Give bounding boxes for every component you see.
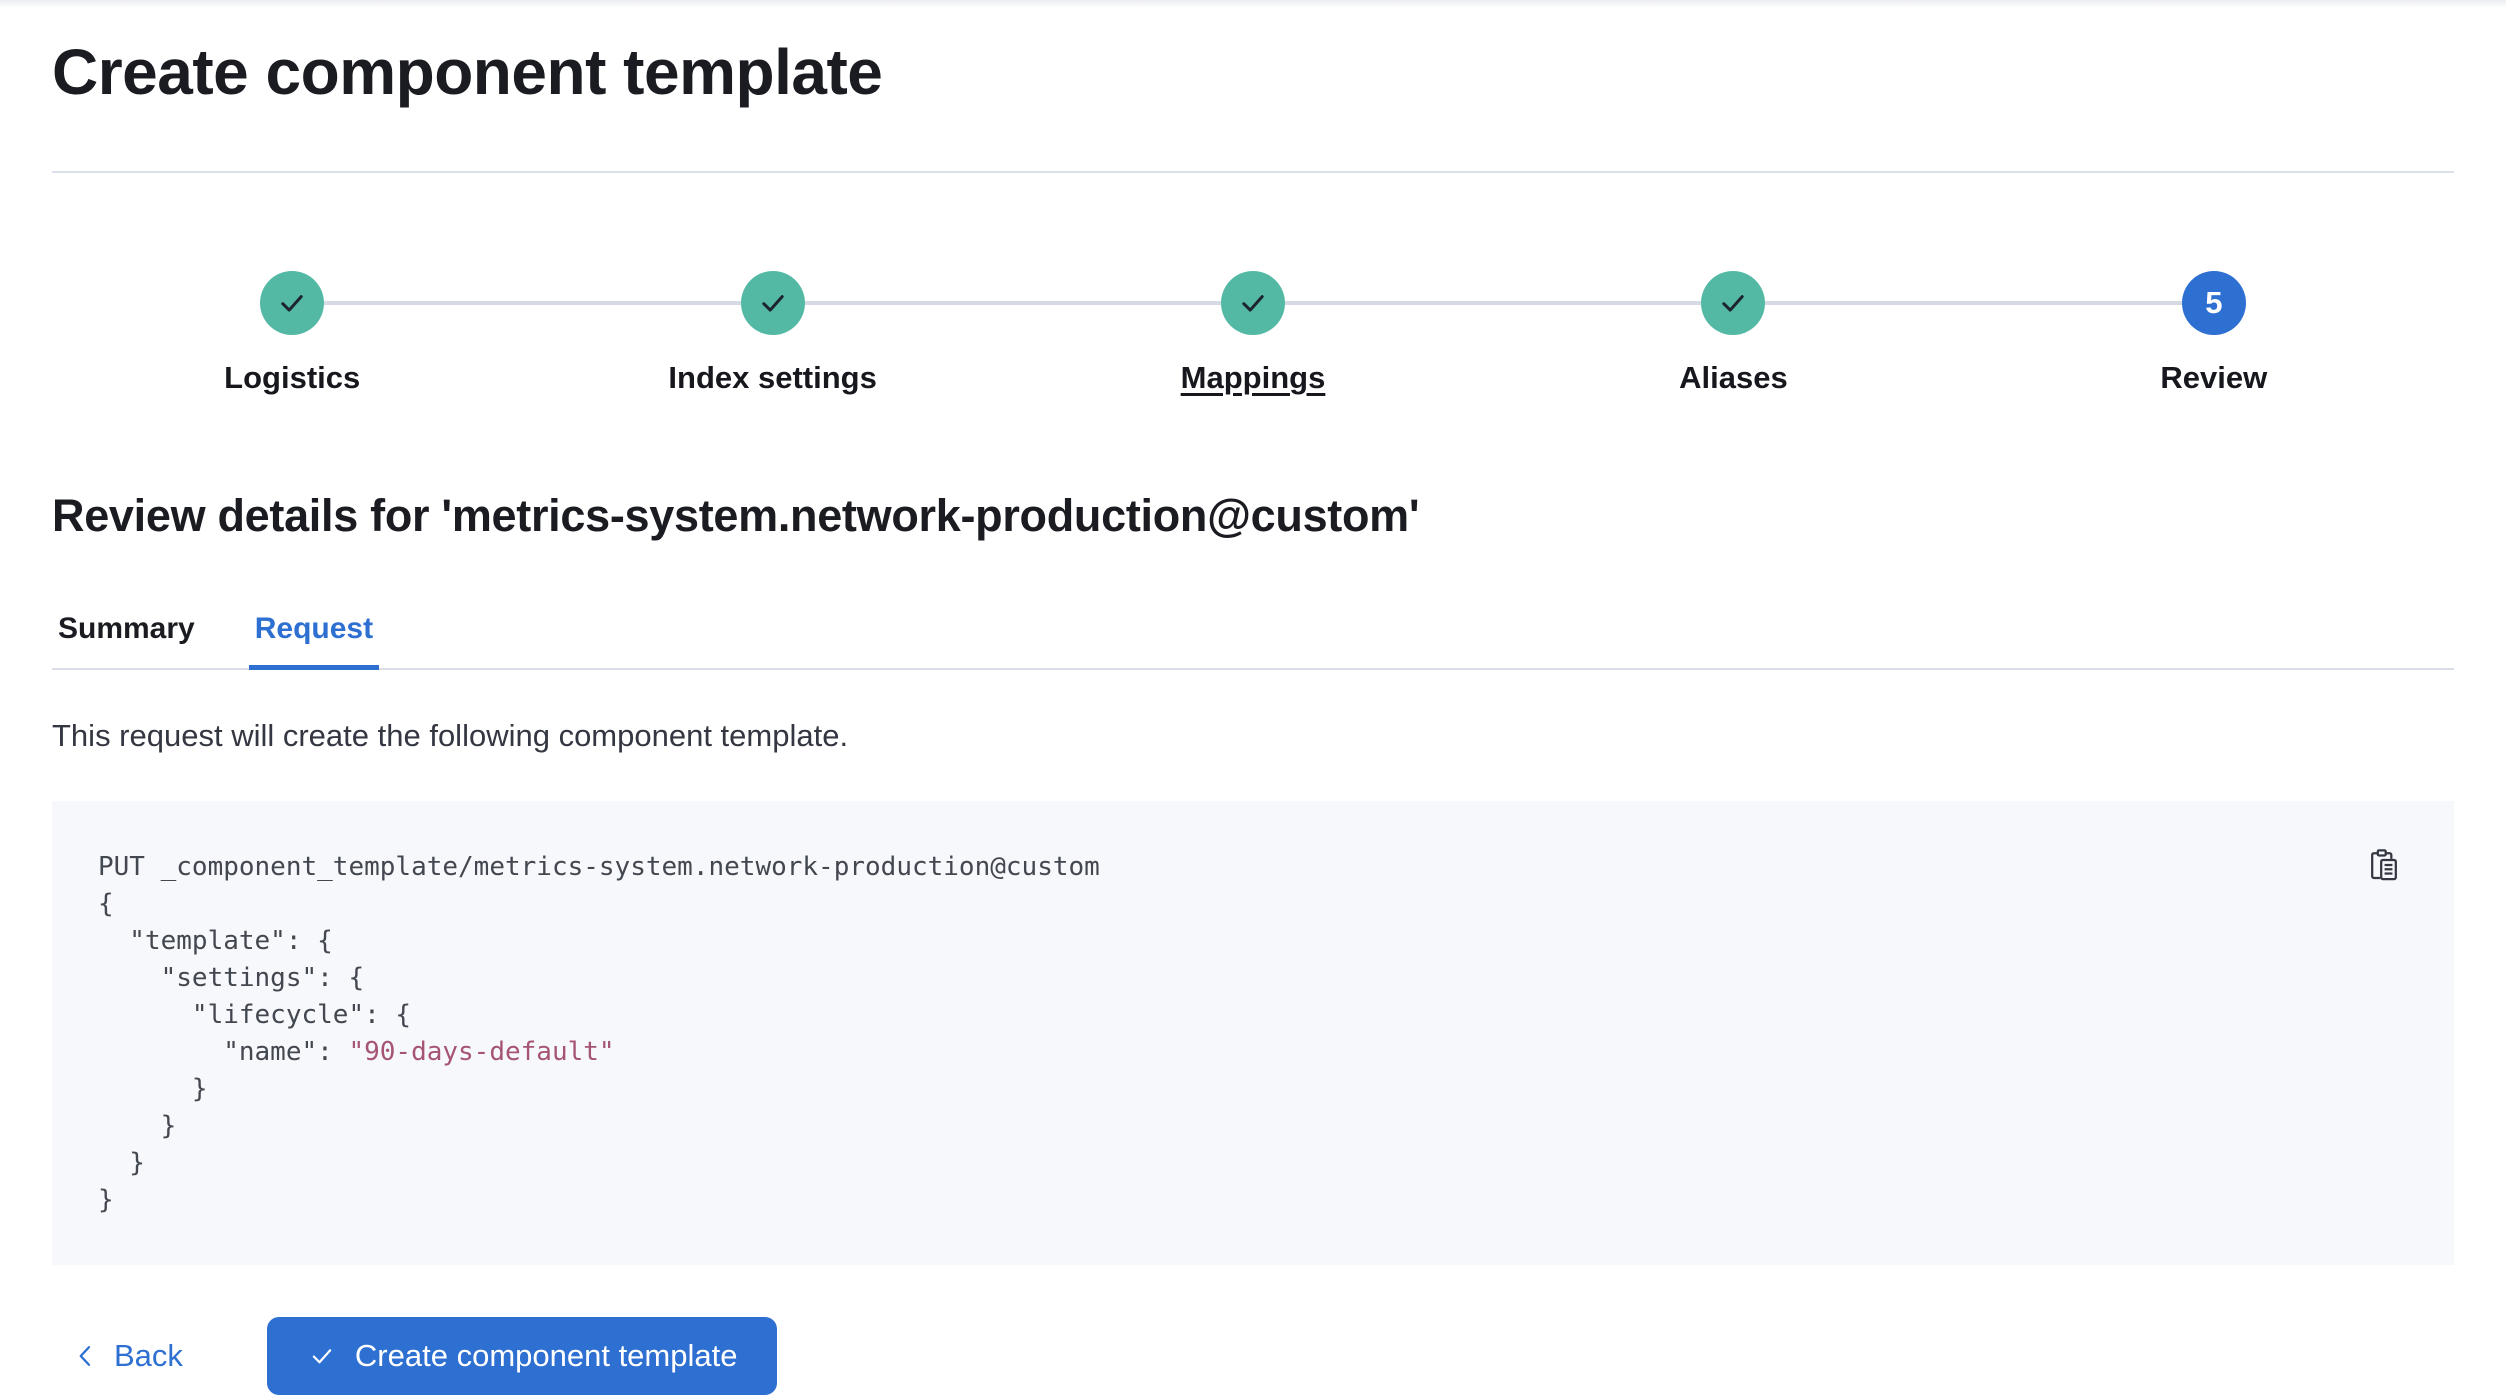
- code-string-value: "90-days-default": [348, 1036, 615, 1067]
- request-code-block: PUT _component_template/metrics-system.n…: [52, 800, 2454, 1265]
- check-icon: [756, 286, 790, 320]
- step-mappings[interactable]: Mappings: [1012, 270, 1494, 396]
- step-label: Index settings: [668, 359, 877, 395]
- page-top-shadow: [0, 0, 2506, 8]
- step-mappings-status: [1221, 270, 1286, 335]
- chevron-left-icon: [72, 1342, 100, 1370]
- code-line-name: "name": "90-days-default": [98, 1036, 615, 1067]
- step-aliases[interactable]: Aliases: [1493, 270, 1974, 396]
- step-review[interactable]: 5 Review: [1973, 270, 2454, 396]
- check-icon: [1236, 286, 1270, 320]
- tab-request[interactable]: Request: [248, 608, 380, 670]
- step-number: 5: [2205, 284, 2223, 320]
- wizard-footer: Back Create component template: [52, 1316, 2454, 1395]
- code-line: "lifecycle": {: [98, 999, 412, 1030]
- check-icon: [307, 1341, 337, 1371]
- title-divider: [52, 170, 2454, 173]
- request-code: PUT _component_template/metrics-system.n…: [98, 849, 2404, 1219]
- code-line: "settings": {: [98, 962, 365, 993]
- check-icon: [1716, 286, 1750, 320]
- create-button-label: Create component template: [354, 1337, 738, 1373]
- create-component-template-page: Create component template Logistics: [0, 34, 2506, 1395]
- tab-summary[interactable]: Summary: [58, 611, 195, 645]
- back-button-label: Back: [114, 1337, 183, 1373]
- code-request-line: PUT _component_template/metrics-system.n…: [98, 851, 1100, 882]
- step-index-settings[interactable]: Index settings: [532, 270, 1013, 396]
- wizard-steps: Logistics Index settings: [52, 270, 2454, 396]
- code-line: }: [98, 1073, 208, 1104]
- step-index-settings-status: [740, 270, 805, 335]
- page-title: Create component template: [52, 36, 883, 108]
- code-line: "template": {: [98, 925, 333, 956]
- create-component-template-button[interactable]: Create component template: [266, 1316, 778, 1395]
- review-heading: Review details for 'metrics-system.netwo…: [52, 489, 1420, 541]
- review-tabs: Summary Request: [52, 608, 2454, 670]
- step-aliases-status: [1701, 270, 1766, 335]
- request-description: This request will create the following c…: [52, 717, 849, 753]
- code-line: }: [98, 1184, 114, 1215]
- step-label: Review: [2160, 359, 2268, 395]
- code-line: }: [98, 1147, 145, 1178]
- step-label: Mappings: [1180, 359, 1326, 395]
- step-logistics[interactable]: Logistics: [52, 270, 533, 396]
- code-line: {: [98, 888, 114, 919]
- code-line: }: [98, 1110, 177, 1141]
- copy-to-clipboard-button[interactable]: [2360, 841, 2408, 889]
- check-icon: [275, 286, 309, 320]
- step-review-status: 5: [2181, 270, 2246, 335]
- copy-clipboard-icon: [2366, 847, 2402, 883]
- back-button[interactable]: Back: [52, 1338, 199, 1374]
- step-logistics-status: [260, 270, 325, 335]
- step-label: Logistics: [224, 359, 361, 395]
- step-label: Aliases: [1679, 359, 1788, 395]
